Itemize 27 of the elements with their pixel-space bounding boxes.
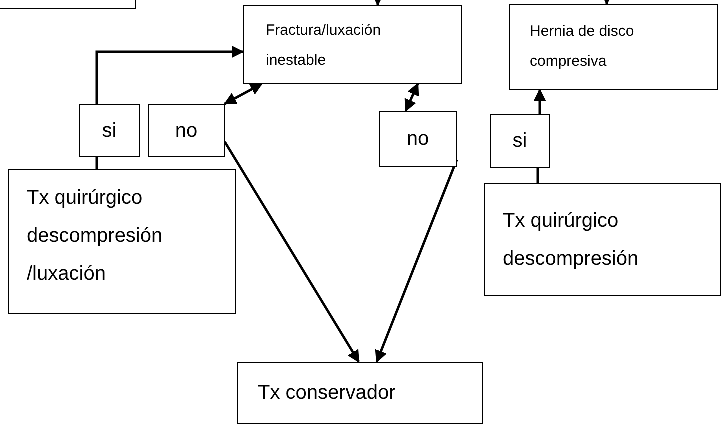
arrow (224, 82, 264, 106)
arrow (404, 82, 420, 112)
arrow (96, 46, 244, 104)
process-box (509, 4, 718, 90)
arrow (534, 88, 546, 114)
arrow (375, 160, 458, 364)
box-text: Tx quirúrgico descompresión /luxación (27, 186, 164, 287)
arrow (224, 141, 360, 364)
empty-box (0, 0, 136, 9)
box-text: si (102, 118, 117, 144)
box-text: Tx quirúrgico descompresión (503, 209, 640, 272)
process-box (379, 111, 457, 167)
box-text: Fractura/luxación inestable (266, 21, 382, 71)
process-box (8, 169, 236, 314)
connector-line (536, 168, 540, 183)
process-box (484, 183, 721, 296)
process-box (490, 114, 550, 168)
box-text: si (512, 129, 528, 154)
box-text: Tx conservador (258, 381, 396, 406)
box-text: no (406, 127, 430, 152)
process-box (243, 5, 462, 84)
connector-line (96, 157, 98, 169)
process-box (79, 104, 140, 157)
process-box (148, 104, 225, 157)
box-text: Hernia de disco compresiva (530, 22, 636, 72)
process-box (237, 362, 483, 424)
box-text: no (175, 118, 198, 144)
